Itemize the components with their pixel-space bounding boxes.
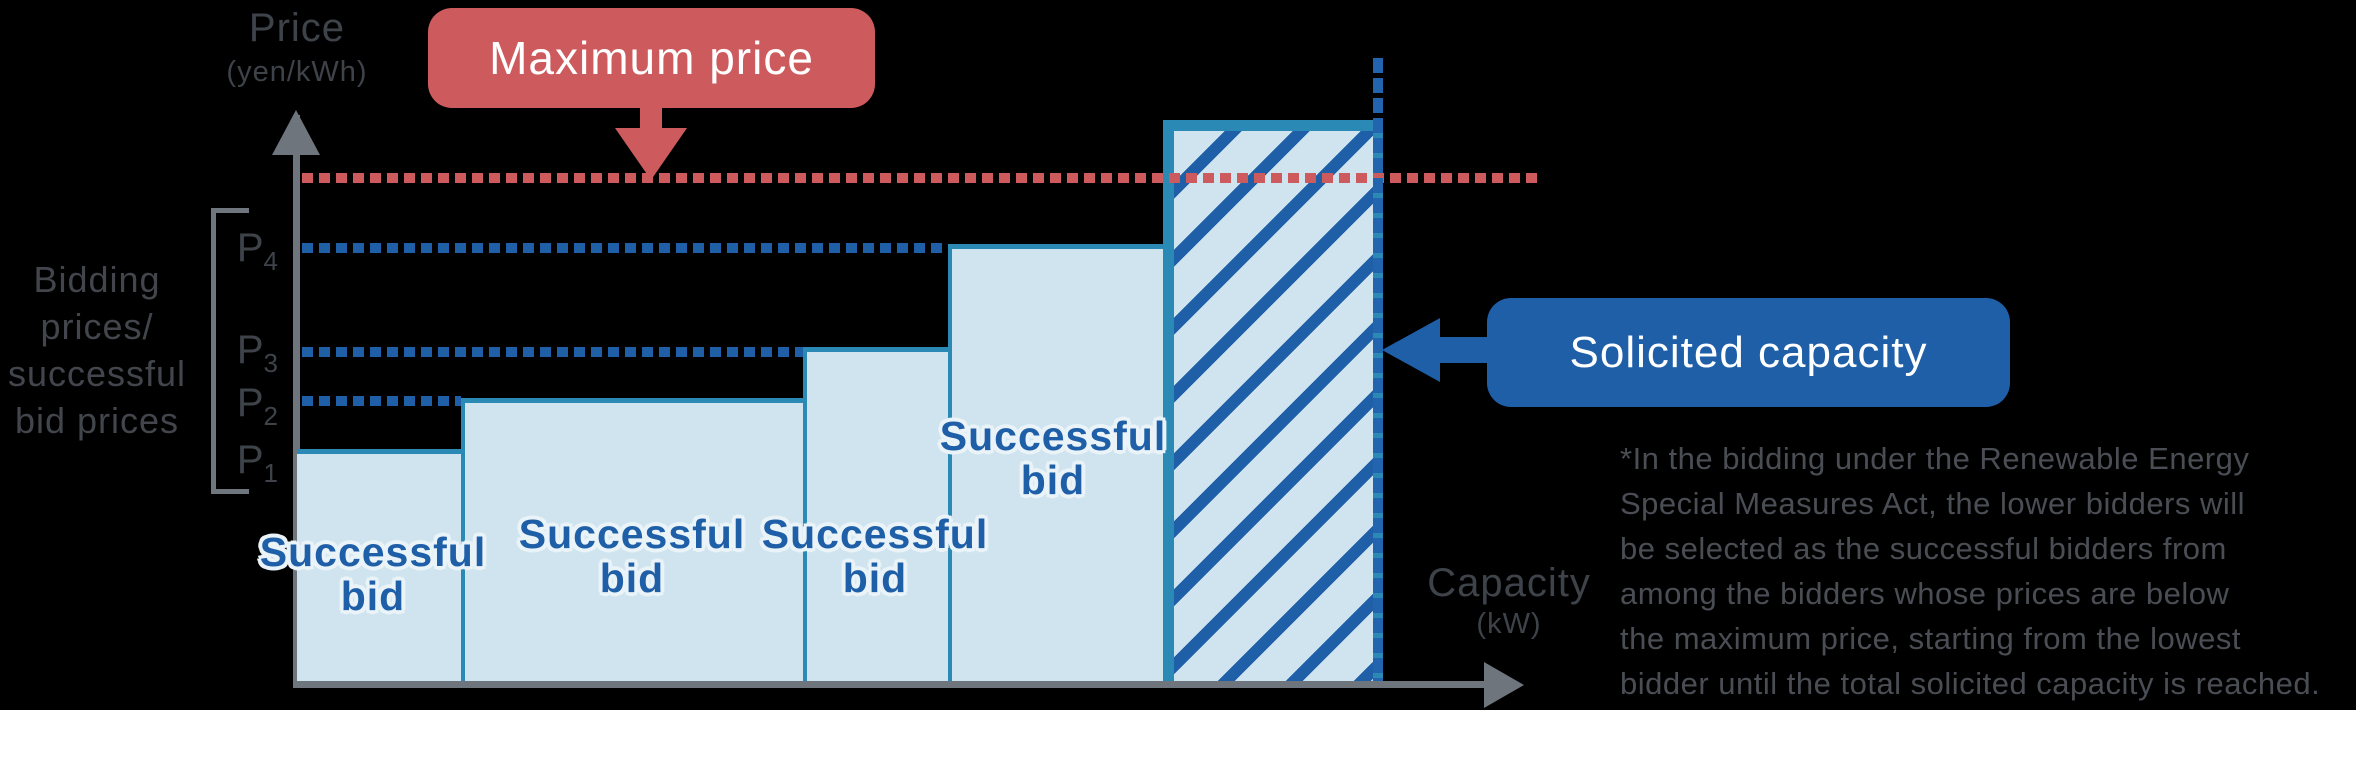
bidding-prices-label-line1: Bidding <box>33 259 161 300</box>
y-axis-arrowhead-icon <box>272 110 320 155</box>
bid-price-line-p2 <box>302 396 461 406</box>
bidding-prices-label-line3: successful <box>7 353 187 394</box>
bidding-prices-label-line4: bid prices <box>14 400 180 441</box>
price-tick-p3-sub: 3 <box>263 348 278 378</box>
price-tick-p4-sub: 4 <box>263 246 278 276</box>
price-tick-p3: P3 <box>236 328 278 378</box>
bar-successful-bid-2 <box>461 398 803 683</box>
bar-label-2: Successful bid <box>472 512 792 600</box>
footnote: *In the bidding under the Renewable Ener… <box>1620 436 2356 706</box>
bar-successful-bid-3 <box>803 347 948 683</box>
footnote-line6: bidder until the total solicited capacit… <box>1620 666 2321 701</box>
solicited-capacity-arrow-icon <box>1382 318 1440 382</box>
bar-label-3: Successful bid <box>715 512 1035 600</box>
bar-label-2-line2: bid <box>599 555 665 601</box>
footnote-line4: among the bidders whose prices are below <box>1620 576 2230 611</box>
max-price-arrow-stem <box>640 106 662 130</box>
bracket-top-tick <box>211 208 249 213</box>
x-axis-arrowhead-icon <box>1484 662 1524 708</box>
bar-successful-bid-4 <box>948 244 1163 683</box>
footnote-line2: Special Measures Act, the lower bidders … <box>1620 486 2246 521</box>
bid-price-line-p4 <box>302 243 947 253</box>
max-price-callout: Maximum price <box>428 8 875 108</box>
bar-label-4-line1: Successful <box>939 413 1167 459</box>
footnote-line3: be selected as the successful bidders fr… <box>1620 531 2227 566</box>
bidding-prices-label: Bidding prices/ successful bid prices <box>0 256 202 444</box>
bar-label-1: Successful bid <box>213 530 533 618</box>
max-price-arrow-icon <box>615 128 687 180</box>
price-tick-p1: P1 <box>236 438 278 488</box>
bar-label-3-line2: bid <box>842 555 908 601</box>
maximum-price-line <box>302 173 1540 183</box>
bottom-white-band <box>0 710 2356 774</box>
capacity-axis-label: Capacity <box>1427 561 1591 605</box>
price-tick-p1-sub: 1 <box>263 458 278 488</box>
price-tick-p2: P2 <box>236 381 278 431</box>
bracket <box>211 208 216 494</box>
capacity-axis-unit: (kW) <box>1476 608 1542 640</box>
bid-price-line-p3 <box>302 347 803 357</box>
diagonal-hatch-pattern <box>1174 131 1373 686</box>
footnote-line1: *In the bidding under the Renewable Ener… <box>1620 441 2250 476</box>
bar-successful-bid-1 <box>297 449 461 683</box>
bar-label-4-line2: bid <box>1020 457 1086 503</box>
price-tick-p4: P4 <box>236 226 278 276</box>
y-axis <box>293 115 300 686</box>
price-axis-label: Price <box>248 6 346 50</box>
bar-unsuccessful-hatched <box>1163 120 1383 686</box>
bar-label-1-line2: bid <box>340 573 406 619</box>
bar-label-4: Successful bid <box>893 414 1213 502</box>
bracket-bottom-tick <box>211 489 249 494</box>
x-axis <box>293 681 1486 688</box>
bar-label-3-line1: Successful <box>761 511 989 557</box>
bar-label-2-line1: Successful <box>518 511 746 557</box>
bidding-prices-label-line2: prices/ <box>40 306 154 347</box>
price-axis-unit: (yen/kWh) <box>226 56 368 88</box>
solicited-capacity-callout: Solicited capacity <box>1487 298 2010 407</box>
solicited-capacity-arrow-shaft <box>1438 337 1490 363</box>
price-tick-p2-sub: 2 <box>263 401 278 431</box>
bar-label-1-line1: Successful <box>259 529 487 575</box>
footnote-line5: the maximum price, starting from the low… <box>1620 621 2242 656</box>
solicited-capacity-line <box>1373 58 1383 681</box>
